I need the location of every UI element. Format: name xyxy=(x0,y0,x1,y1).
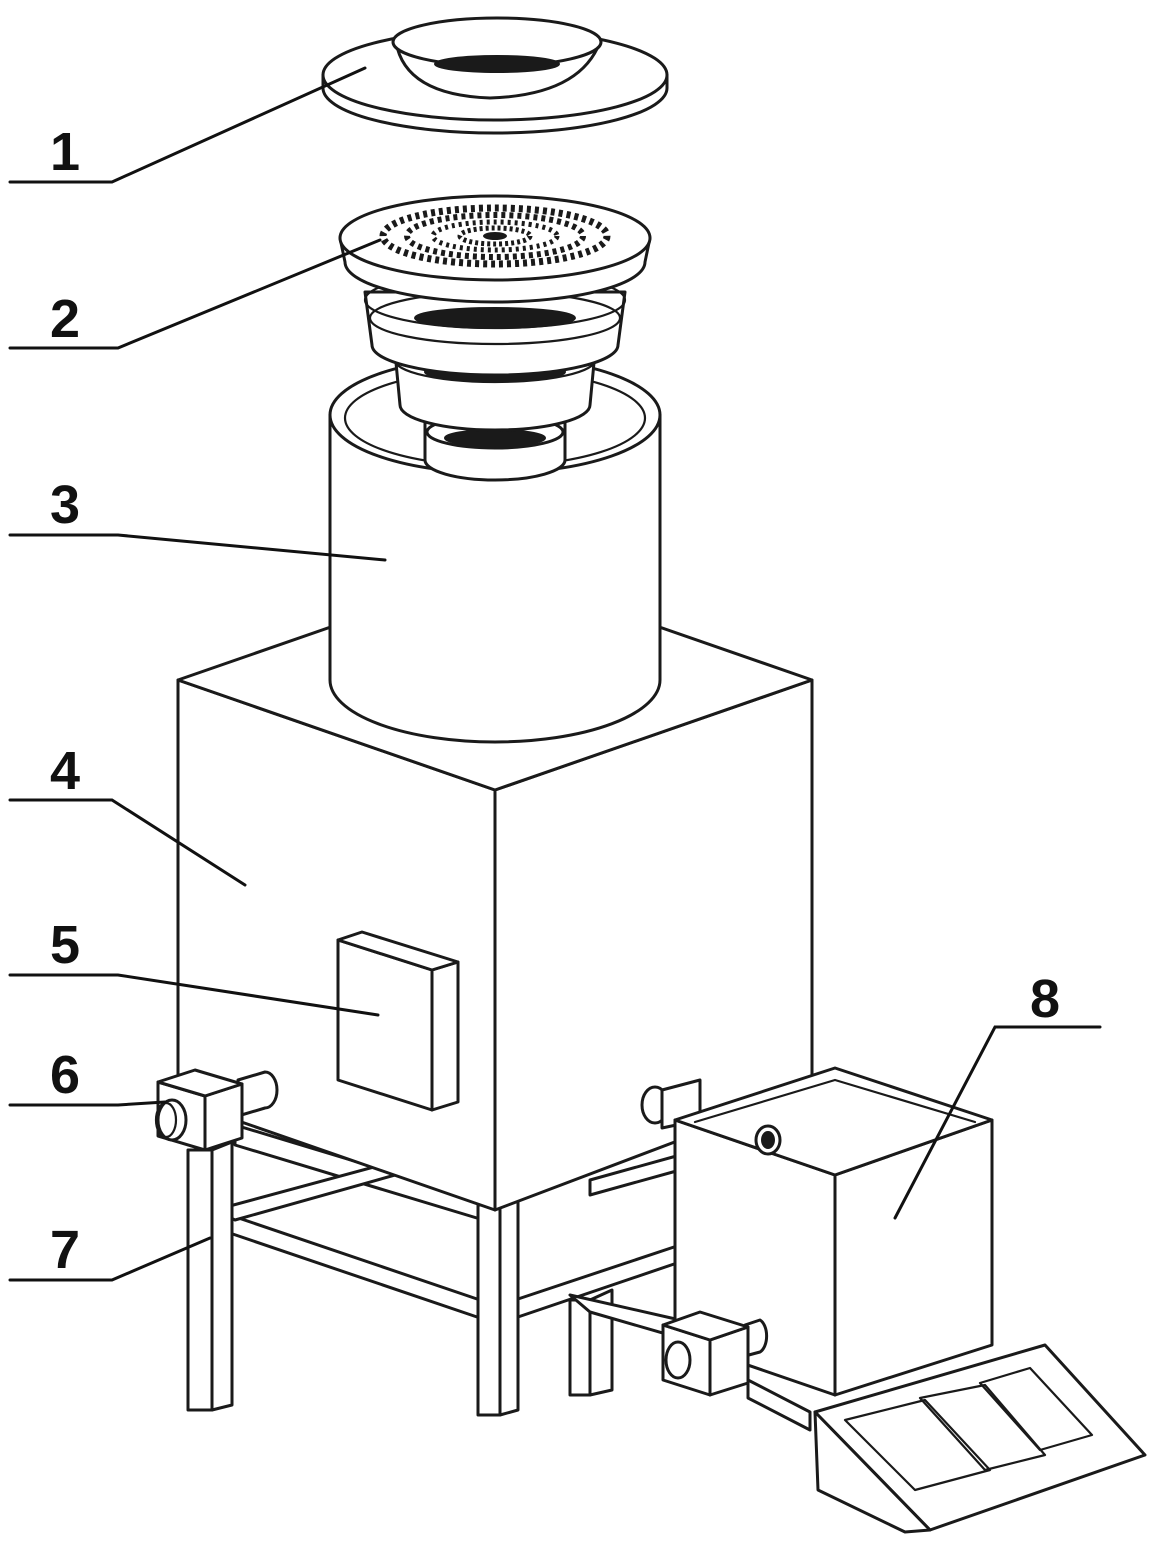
outlet-tray xyxy=(813,1343,1147,1534)
leader-1 xyxy=(8,66,367,184)
left-motor xyxy=(154,1068,279,1152)
leader-lines xyxy=(8,66,1102,1282)
leader-6 xyxy=(8,1100,167,1107)
leader-2 xyxy=(8,238,382,350)
support-frame xyxy=(186,1123,682,1417)
lower-motor xyxy=(661,1310,812,1432)
basket-upper-tier xyxy=(363,290,627,377)
leader-5 xyxy=(8,973,380,1017)
leader-8 xyxy=(893,1025,1102,1220)
bin-opening xyxy=(673,1066,994,1177)
control-box xyxy=(336,930,460,1112)
leader-4 xyxy=(8,798,247,887)
label-7: 7 xyxy=(50,1220,80,1280)
part-labels: 1 2 3 4 5 6 7 8 xyxy=(50,122,1060,1280)
label-2: 2 xyxy=(50,289,80,349)
label-6: 6 xyxy=(50,1045,80,1105)
right-motor xyxy=(640,1078,702,1130)
basket-hole-pattern xyxy=(379,204,611,268)
leader-3 xyxy=(8,533,387,562)
label-1: 1 xyxy=(50,122,80,182)
tray-front xyxy=(813,1410,932,1534)
cylinder-body xyxy=(328,413,662,744)
label-5: 5 xyxy=(50,915,80,975)
label-4: 4 xyxy=(50,741,80,801)
strainer-basket xyxy=(338,194,652,482)
motor-shaft xyxy=(156,1098,188,1142)
leader-7 xyxy=(8,1236,212,1282)
label-8: 8 xyxy=(1030,969,1060,1029)
lid xyxy=(321,16,669,135)
label-3: 3 xyxy=(50,475,80,535)
